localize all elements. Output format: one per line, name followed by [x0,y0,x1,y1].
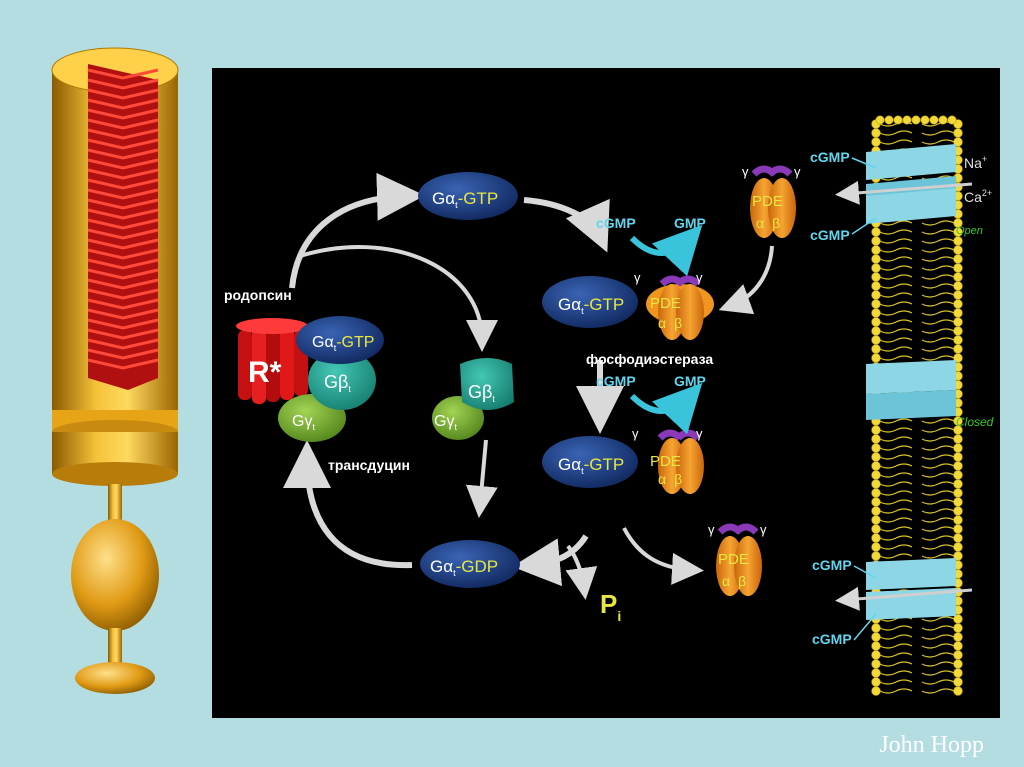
svg-text:cGMP: cGMP [596,215,636,231]
svg-text:Gγt: Gγt [292,413,315,432]
svg-text:γ: γ [634,270,641,285]
ca-label: Ca2+ [964,188,992,205]
svg-text:γ: γ [794,164,801,179]
phototransduction-panel: R* родопсин Gαt-GTP Gβt Gγt трансдуцин G… [212,68,1000,718]
svg-text:αβ: αβ [658,471,682,487]
svg-text:PDE: PDE [718,551,749,568]
svg-text:PDE: PDE [650,453,681,470]
svg-text:αβ: αβ [756,215,780,231]
svg-text:γ: γ [742,164,749,179]
svg-text:γ: γ [632,426,639,441]
ion-influx-arrow [835,180,973,205]
g-beta-gamma-free: Gβt Gγt [432,358,514,440]
author-credit: John Hopp [879,732,984,758]
cng-channel-open [866,144,956,224]
pde-label: фосфодиэстераза [586,351,713,367]
svg-text:PDE: PDE [650,295,681,312]
rod-disk-stack [87,64,159,390]
rhodopsin-receptor: R* [236,318,308,404]
svg-text:GMP: GMP [674,215,706,231]
membrane-cgmp-4: cGMP [812,631,852,647]
rod-synaptic-terminal [75,662,155,694]
ion-arrow-lower [835,586,973,611]
rod-nucleus [71,519,159,631]
cgmp-reaction-1: cGMP GMP [596,215,706,277]
svg-text:GMP: GMP [674,373,706,389]
svg-text:Gαt-GTP: Gαt-GTP [432,189,498,210]
membrane-cgmp-2: cGMP [810,227,850,243]
svg-text:αβ: αβ [722,573,746,589]
svg-text:γ: γ [708,522,715,537]
phosphate-label: Pi [600,589,621,624]
svg-text:Gβt: Gβt [468,382,495,404]
rod-cell-illustration [51,47,179,694]
g-alpha-gtp-top: Gαt-GTP [418,172,518,220]
svg-text:PDE: PDE [752,193,783,210]
svg-text:γ: γ [760,522,767,537]
svg-text:Gβt: Gβt [324,372,351,394]
plasma-membrane [835,115,973,696]
cycle-arrows [283,172,774,600]
membrane-cgmp-3: cGMP [812,557,852,573]
g-alpha-gdp: Gαt-GDP [420,540,520,588]
na-label: Na+ [964,154,987,171]
transducin-complex-bound: Gαt-GTP Gβt Gγt [278,316,384,442]
membrane-cgmp-1: cGMP [810,149,850,165]
rhodopsin-label: родопсин [224,287,292,303]
svg-text:Gγt: Gγt [434,413,457,432]
r-star-label: R* [248,356,282,389]
closed-label: Closed [956,415,994,429]
svg-text:cGMP: cGMP [596,373,636,389]
svg-text:Gαt-GTP: Gαt-GTP [312,334,374,353]
phototransduction-diagram: R* родопсин Gαt-GTP Gβt Gγt трансдуцин G… [224,115,994,696]
open-label: Open [956,225,983,237]
cgmp-reaction-2: cGMP GMP [596,373,706,435]
cng-channel-lower [866,558,956,620]
svg-text:Gαt-GTP: Gαt-GTP [558,295,624,316]
cng-channel-closed [866,360,956,420]
transducin-label: трансдуцин [328,457,410,473]
svg-text:γ: γ [696,270,703,285]
svg-text:αβ: αβ [658,315,682,331]
svg-text:Gαt-GTP: Gαt-GTP [558,455,624,476]
svg-text:γ: γ [696,426,703,441]
cgmp-pointer-lines [851,157,877,641]
svg-text:Gαt-GDP: Gαt-GDP [430,557,498,578]
